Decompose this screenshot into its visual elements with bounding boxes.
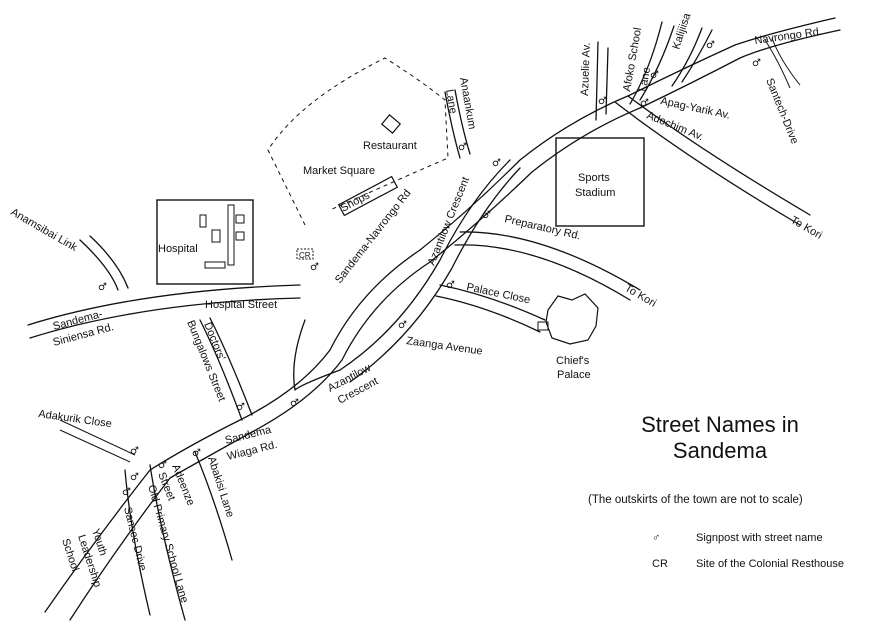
signpost-icon: ♂: [650, 70, 659, 81]
santech-drive-label: Santech-Drive: [763, 77, 800, 146]
abakisi-lane-label: Abakisi Lane: [205, 455, 236, 519]
northern-lanes: [595, 21, 713, 121]
southern-lanes: [59, 419, 233, 621]
legend-signpost: ♂ Signpost with street name: [652, 532, 823, 544]
preparatory-road: [454, 231, 641, 301]
navrongo-road-end: [734, 17, 841, 89]
signpost-icon: ♂: [482, 210, 491, 221]
signpost-icon: ♂: [310, 262, 319, 273]
stadium-label-1: Sports: [578, 172, 610, 184]
cr-label: CR: [299, 251, 311, 260]
to-kori-label-2: To Kori: [623, 282, 659, 310]
signpost-icon: ♂: [158, 460, 167, 471]
anamsibai-link-label: Anamsibai Link: [9, 206, 80, 254]
restaurant-label: Restaurant: [363, 140, 417, 152]
shops-building: [337, 175, 399, 217]
adeenze-street-label-1: Adeenze: [169, 463, 196, 508]
signpost-icon: ♂: [598, 96, 607, 107]
main-road: [44, 44, 741, 621]
signpost-icon: ♂: [640, 98, 649, 109]
azantilow-crescent-north-label: Azantilow Crescent: [426, 175, 472, 267]
signpost-icon: ♂: [98, 282, 107, 293]
legend-signpost-text: Signpost with street name: [696, 532, 823, 544]
map-title-line-1: Street Names in: [641, 412, 799, 437]
hospital-block: [156, 199, 254, 285]
palace-close-label: Palace Close: [465, 281, 531, 306]
signpost-icon: ♂: [130, 472, 139, 483]
signpost-icon: ♂: [130, 446, 139, 457]
shops-label: Shops: [339, 189, 373, 214]
to-kori-label-1: To Kori: [789, 214, 825, 242]
signposts: ♂ ♂ ♂ ♂ ♂ ♂ ♂ ♂ ♂ ♂ ♂ ♂ ♂ ♂ ♂ ♂ ♂ ♂ ♂: [98, 40, 761, 498]
hospital-street: [27, 235, 301, 339]
kalijiisa-label: Kalijiisa: [670, 11, 693, 51]
signpost-icon: ♂: [236, 402, 245, 413]
chiefs-palace-label-1: Chief's: [556, 355, 590, 367]
restaurant-building: [380, 114, 402, 134]
signpost-icon: ♂: [706, 40, 715, 51]
signpost-icon: ♂: [446, 280, 455, 291]
map-title-line-2: Sandema: [672, 438, 768, 463]
legend-cr-text: Site of the Colonial Resthouse: [696, 558, 844, 570]
afoko-school-lane-label-2: Lane: [637, 66, 653, 92]
palace-close: [435, 284, 546, 333]
signpost-icon: ♂: [752, 58, 761, 69]
azuelie-av-label: Azuelie Av.: [579, 42, 593, 96]
legend-cr: CR Site of the Colonial Resthouse: [652, 558, 844, 570]
cr-site-marker: [296, 248, 314, 260]
anaankum-lane-label-1: Anaankum: [457, 76, 478, 130]
map-subtitle: (The outskirts of the town are not to sc…: [588, 494, 803, 506]
anaankum-lane-label-2: Lane: [443, 88, 459, 114]
signpost-icon: ♂: [192, 448, 201, 459]
street-labels: Navrongo Rd. Kalijiisa Afoko School Lane…: [9, 11, 825, 604]
hospital-street-label: Hospital Street: [205, 299, 277, 311]
palace-gate: [537, 321, 549, 331]
signpost-legend-icon: ♂: [652, 532, 661, 544]
map-title: Street Names in Sandema: [600, 412, 840, 464]
signpost-icon: ♂: [122, 487, 131, 498]
azantilow-crescent: [293, 159, 521, 391]
stadium-label-2: Stadium: [575, 187, 615, 199]
signpost-icon: ♂: [398, 320, 407, 331]
doctors-bungalows-street: [199, 317, 253, 421]
anaankum-lane: [444, 89, 471, 159]
chiefs-palace-building: [545, 293, 599, 345]
hospital-label: Hospital: [158, 243, 198, 255]
signpost-icon: ♂: [458, 142, 467, 153]
cr-legend-symbol: CR: [652, 558, 668, 570]
signpost-icon: ♂: [290, 398, 299, 409]
zaanga-avenue-label: Zaanga Avenue: [406, 335, 484, 358]
sports-stadium: [555, 137, 645, 227]
eastern-roads: [614, 95, 811, 226]
chiefs-palace-label-2: Palace: [557, 369, 591, 381]
market-square-label: Market Square: [303, 165, 375, 177]
signpost-icon: ♂: [492, 158, 501, 169]
hospital-buildings: [199, 204, 245, 269]
